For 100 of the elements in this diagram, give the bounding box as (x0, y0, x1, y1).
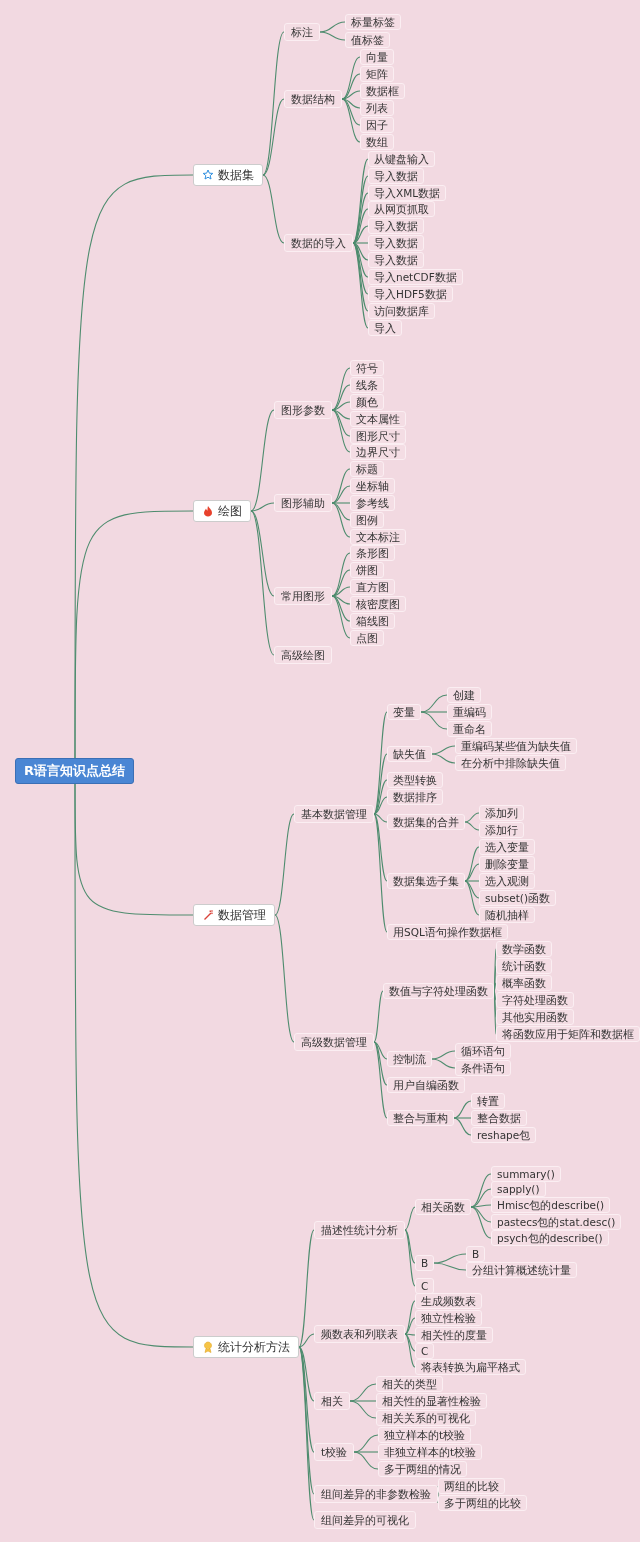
leaf-box: 饼图 (350, 562, 384, 578)
branch-line (373, 813, 388, 823)
subtopic-box: t校验 (314, 1443, 355, 1461)
leaf-box: 统计函数 (496, 958, 552, 974)
branch-line (431, 745, 456, 755)
leaf-box: 线条 (350, 377, 384, 393)
subtopic-box: 数据的导入 (284, 234, 353, 252)
branch-line (331, 468, 351, 504)
leaf-box: 独立性检验 (415, 1310, 482, 1326)
leaf-box: 概率函数 (496, 975, 552, 991)
leaf-box: 符号 (350, 360, 384, 376)
leaf-box: 相关性的显著性检验 (376, 1393, 487, 1409)
leaf-box: 导入HDF5数据 (368, 286, 453, 302)
branch-line (353, 1451, 379, 1470)
branch-line (404, 1333, 416, 1352)
subtopic-box: 数据集的合并 (387, 814, 465, 830)
branch-line (404, 1317, 416, 1335)
leaf-box: 多于两组的比较 (438, 1495, 527, 1511)
leaf-box: 导入XML数据 (368, 185, 447, 201)
leaf-box: 数据排序 (387, 789, 443, 805)
branch-line (349, 1400, 377, 1402)
leaf-box: 字符处理函数 (496, 992, 574, 1008)
leaf-box: 导入netCDF数据 (368, 269, 463, 285)
branch-line (262, 98, 285, 176)
branch-line (404, 1300, 416, 1335)
topic-text: 统计分析方法 (218, 1340, 290, 1354)
leaf-box: 在分析中排除缺失值 (455, 755, 566, 771)
branch-line (453, 1117, 472, 1136)
subtopic-box: 相关 (314, 1392, 350, 1410)
leaf-box: 分组计算概述统计量 (466, 1262, 577, 1278)
branch-line (352, 242, 369, 329)
subtopic-box: 标注 (284, 23, 320, 41)
branch-line (420, 711, 448, 730)
leaf-box: 重命名 (447, 721, 492, 737)
leaf-box: 文本属性 (350, 411, 406, 427)
branch-line (373, 779, 388, 815)
leaf-box: 两组的比较 (438, 1478, 505, 1494)
branch-line (352, 242, 369, 278)
leaf-box: 因子 (360, 117, 394, 133)
leaf-box: 重编码某些值为缺失值 (455, 738, 577, 754)
branch-line (250, 409, 275, 512)
leaf-box: 箱线图 (350, 613, 395, 629)
topic-box (193, 164, 263, 186)
topic-box (193, 904, 275, 926)
subtopic-box: 图形辅助 (274, 494, 332, 512)
branch-line (470, 1206, 492, 1239)
branch-line (373, 813, 388, 933)
leaf-box: 多于两组的情况 (378, 1461, 467, 1477)
leaf-box: 文本标注 (350, 529, 406, 545)
branch-line (331, 384, 351, 411)
branch-line (319, 21, 346, 33)
leaf-box: 选入观测 (479, 873, 535, 889)
leaf-box: psych包的describe() (491, 1230, 609, 1246)
branch-line (250, 502, 275, 512)
leaf-box: 矩阵 (360, 66, 394, 82)
branch-line (341, 98, 361, 126)
leaf-box: 数据框 (360, 83, 405, 99)
branch-line (470, 1173, 492, 1208)
leaf-box: 导入数据 (368, 252, 424, 268)
subtopic-box: 整合与重构 (387, 1110, 454, 1126)
subtopic-box: 数据结构 (284, 90, 342, 108)
subtopic-box: 数据集选子集 (387, 873, 465, 889)
leaf-box: Hmisc包的describe() (491, 1197, 611, 1213)
branch-line (373, 1041, 388, 1060)
branch-line (373, 1041, 388, 1086)
central-topic-box: R语言知识点总结 (15, 758, 134, 784)
branch-line (250, 510, 275, 597)
branch-line (373, 1041, 388, 1119)
leaf-box: 从网页抓取 (368, 201, 435, 217)
branch-line (404, 1333, 416, 1368)
branch-line (404, 1206, 416, 1231)
topic-box (193, 500, 251, 522)
leaf-box: 导入 (368, 320, 402, 336)
leaf-box: 从键盘输入 (368, 151, 435, 167)
leaf-box: 添加列 (479, 805, 524, 821)
branch-line (298, 1346, 315, 1453)
topic-text: 数据管理 (218, 908, 266, 922)
leaf-box: 用户自编函数 (387, 1077, 465, 1093)
leaf-box: summary() (491, 1166, 561, 1182)
topic-box (193, 1336, 299, 1358)
leaf-box: 生成频数表 (415, 1293, 482, 1309)
branch-line (493, 982, 497, 992)
branch-line (331, 502, 351, 538)
branch-line (464, 880, 480, 882)
branch-line (352, 225, 369, 244)
branch-line (341, 73, 361, 100)
leaf-box: 删除变量 (479, 856, 535, 872)
branch-line (453, 1117, 472, 1119)
topic-text: 数据集 (218, 168, 254, 182)
subtopic-box: 描述性统计分析 (314, 1221, 405, 1239)
branch-line (298, 1333, 315, 1348)
branch-line (331, 595, 351, 639)
leaf-box: 选入变量 (479, 839, 535, 855)
branch-line (404, 1229, 416, 1287)
leaf-box: 相关的类型 (376, 1376, 443, 1392)
branch-line (341, 98, 361, 143)
leaf-box: sapply() (491, 1181, 546, 1197)
branch-line (453, 1100, 472, 1119)
leaf-box: 导入数据 (368, 168, 424, 184)
branch-line (373, 813, 388, 882)
